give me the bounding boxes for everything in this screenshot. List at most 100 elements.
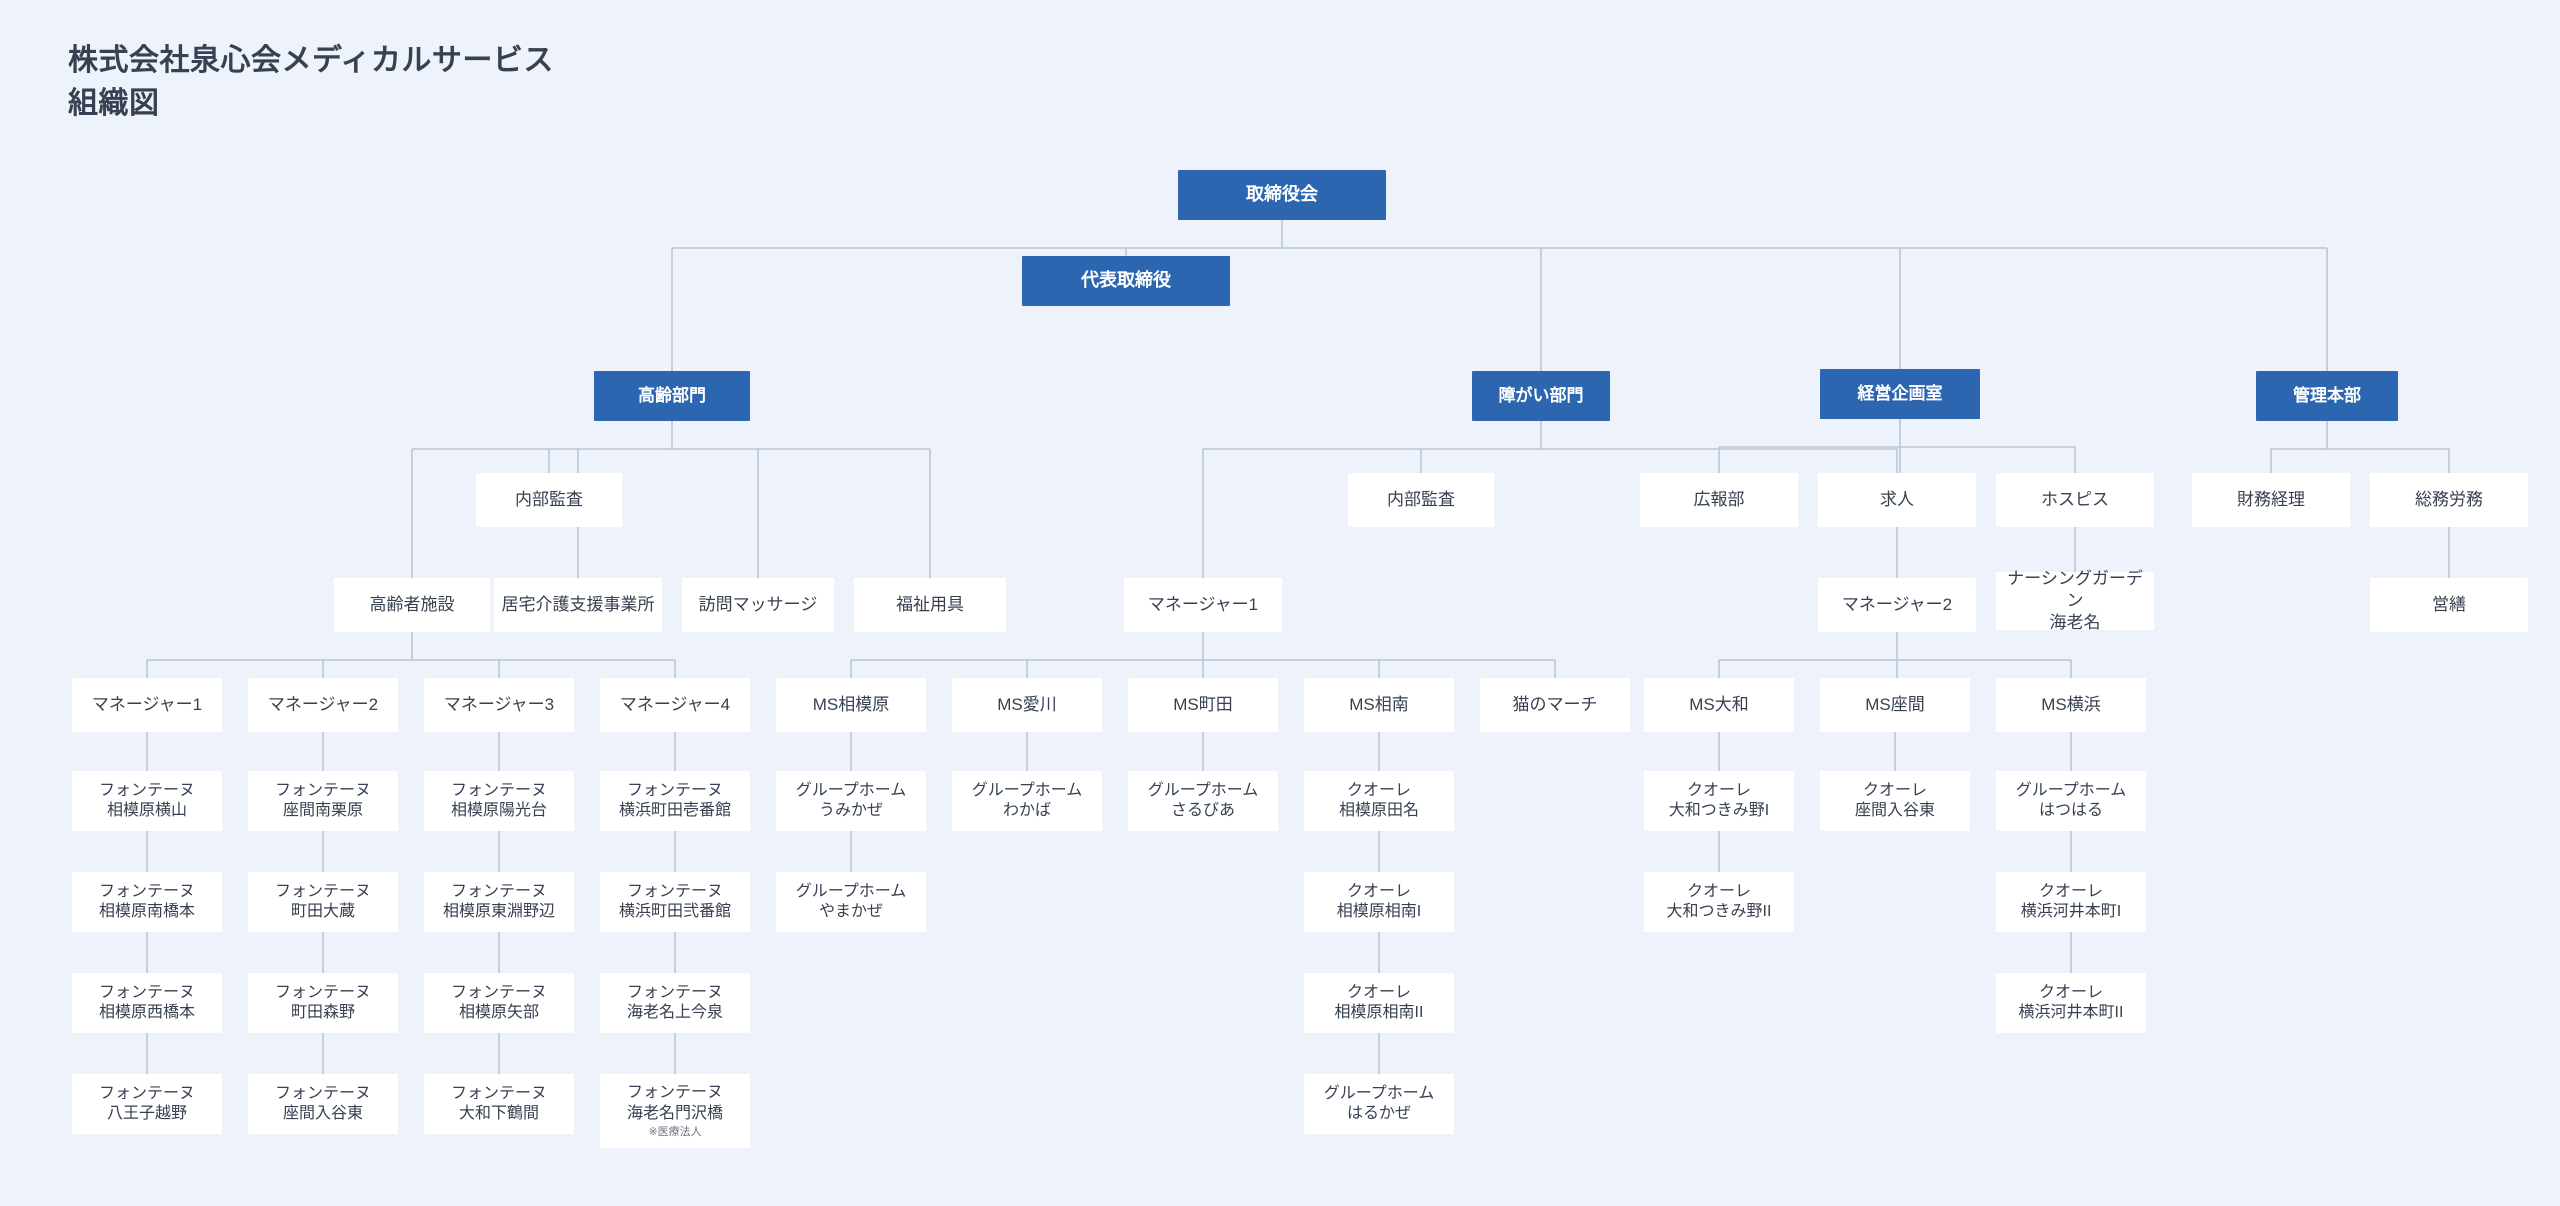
org-node-f1-4[interactable]: フォンテーヌ 八王子越野 [72, 1074, 222, 1134]
org-node-gh-yamakaze[interactable]: グループホーム やまかぜ [776, 872, 926, 932]
org-node-ms-yamato[interactable]: MS大和 [1644, 678, 1794, 732]
org-node-label: クオーレ 相模原相南II [1334, 983, 1424, 1021]
org-node-label: グループホーム さるびあ [1147, 781, 1259, 819]
org-node-label: 内部監査 [1387, 490, 1455, 510]
org-node-board[interactable]: 取締役会 [1178, 170, 1386, 220]
org-node-f3-4[interactable]: フォンテーヌ 大和下鶴間 [424, 1074, 574, 1134]
org-node-gh-hatsuharu[interactable]: グループホーム はつはる [1996, 771, 2146, 831]
org-node-f4-4[interactable]: フォンテーヌ 海老名門沢橋 ※医療法人 [600, 1074, 750, 1148]
org-node-label: 営繕 [2432, 595, 2466, 615]
org-node-q-tana[interactable]: クオーレ 相模原田名 [1304, 771, 1454, 831]
org-node-q-zama[interactable]: クオーレ 座間入谷東 [1820, 771, 1970, 831]
org-node-recruit[interactable]: 求人 [1818, 473, 1976, 527]
org-node-label: グループホーム うみかぜ [795, 781, 907, 819]
org-node-eld-welfare[interactable]: 福祉用具 [854, 578, 1006, 632]
org-node-label: フォンテーヌ 海老名門沢橋 [626, 1084, 723, 1122]
org-node-eld-home[interactable]: 居宅介護支援事業所 [494, 578, 662, 632]
org-node-mgr4[interactable]: マネージャー4 [600, 678, 750, 732]
org-node-q-kawai1[interactable]: クオーレ 横浜河井本町I [1996, 872, 2146, 932]
org-node-q-tsukimi1[interactable]: クオーレ 大和つきみ野I [1644, 771, 1794, 831]
org-node-hr[interactable]: 総務労務 [2370, 473, 2528, 527]
org-node-q-tsukimi2[interactable]: クオーレ 大和つきみ野II [1644, 872, 1794, 932]
org-node-label: MS愛川 [997, 695, 1057, 715]
org-node-label: 経営企画室 [1857, 384, 1943, 404]
org-node-label: クオーレ 相模原田名 [1338, 781, 1419, 819]
org-node-label: フォンテーヌ 座間南栗原 [274, 781, 371, 819]
org-node-mgr3[interactable]: マネージャー3 [424, 678, 574, 732]
org-node-ms-yokohama[interactable]: MS横浜 [1996, 678, 2146, 732]
org-node-ms-zama[interactable]: MS座間 [1820, 678, 1970, 732]
org-node-neko-march[interactable]: 猫のマーチ [1480, 678, 1630, 732]
org-node-nursing-gard[interactable]: ナーシングガーデン 海老名 [1996, 569, 2154, 632]
org-node-label: 管理本部 [2293, 386, 2361, 406]
org-node-gh-umikaze[interactable]: グループホーム うみかぜ [776, 771, 926, 831]
org-node-label: フォンテーヌ 相模原陽光台 [450, 781, 547, 819]
org-node-label: フォンテーヌ 相模原西橋本 [98, 983, 195, 1021]
org-node-label: ホスピス [2041, 490, 2109, 510]
org-node-div-admin[interactable]: 管理本部 [2256, 371, 2398, 421]
org-node-audit-2[interactable]: 内部監査 [1348, 473, 1494, 527]
org-node-pr[interactable]: 広報部 [1640, 473, 1798, 527]
org-node-label: フォンテーヌ 相模原東淵野辺 [442, 882, 555, 920]
org-node-ceo[interactable]: 代表取締役 [1022, 256, 1230, 306]
org-node-label: クオーレ 座間入谷東 [1854, 781, 1935, 819]
org-node-label: フォンテーヌ 横浜町田壱番館 [618, 781, 731, 819]
org-node-label: マネージャー3 [443, 695, 555, 715]
org-node-q-sonan1[interactable]: クオーレ 相模原相南I [1304, 872, 1454, 932]
org-node-ms-aikawa[interactable]: MS愛川 [952, 678, 1102, 732]
org-node-mgr2-dis[interactable]: マネージャー2 [1818, 578, 1976, 632]
org-node-label: 内部監査 [515, 490, 583, 510]
org-node-eld-fac[interactable]: 高齢者施設 [334, 578, 490, 632]
org-node-label: フォンテーヌ 横浜町田弐番館 [618, 882, 731, 920]
org-node-f2-1[interactable]: フォンテーヌ 座間南栗原 [248, 771, 398, 831]
org-node-f3-2[interactable]: フォンテーヌ 相模原東淵野辺 [424, 872, 574, 932]
org-node-label: 障がい部門 [1498, 386, 1584, 406]
org-node-label: 訪問マッサージ [698, 595, 818, 615]
org-node-f2-3[interactable]: フォンテーヌ 町田森野 [248, 973, 398, 1033]
org-node-label: MS相南 [1349, 695, 1409, 715]
org-node-mgr1[interactable]: マネージャー1 [72, 678, 222, 732]
org-node-label: グループホーム わかば [971, 781, 1083, 819]
org-node-f1-1[interactable]: フォンテーヌ 相模原横山 [72, 771, 222, 831]
org-node-f3-1[interactable]: フォンテーヌ 相模原陽光台 [424, 771, 574, 831]
org-node-label: フォンテーヌ 町田森野 [274, 983, 371, 1021]
org-node-div-plan[interactable]: 経営企画室 [1820, 369, 1980, 419]
org-node-ms-machida[interactable]: MS町田 [1128, 678, 1278, 732]
org-node-ms-sagami[interactable]: MS相模原 [776, 678, 926, 732]
org-node-f4-1[interactable]: フォンテーヌ 横浜町田壱番館 [600, 771, 750, 831]
org-node-audit-1[interactable]: 内部監査 [476, 473, 622, 527]
org-node-label: MS町田 [1173, 695, 1233, 715]
org-node-facility-mg[interactable]: 営繕 [2370, 578, 2528, 632]
org-node-f2-4[interactable]: フォンテーヌ 座間入谷東 [248, 1074, 398, 1134]
org-node-label: 高齢者施設 [369, 595, 455, 615]
org-node-label: ナーシングガーデン 海老名 [2007, 569, 2143, 632]
org-node-label: MS座間 [1865, 695, 1925, 715]
org-node-gh-harukaze[interactable]: グループホーム はるかぜ [1304, 1074, 1454, 1134]
org-node-label: グループホーム はるかぜ [1323, 1084, 1435, 1122]
org-node-ms-sonan[interactable]: MS相南 [1304, 678, 1454, 732]
org-node-f4-3[interactable]: フォンテーヌ 海老名上今泉 [600, 973, 750, 1033]
org-node-finance[interactable]: 財務経理 [2192, 473, 2350, 527]
org-node-q-kawai2[interactable]: クオーレ 横浜河井本町II [1996, 973, 2146, 1033]
org-node-eld-massage[interactable]: 訪問マッサージ [682, 578, 834, 632]
org-node-f2-2[interactable]: フォンテーヌ 町田大蔵 [248, 872, 398, 932]
org-node-q-sonan2[interactable]: クオーレ 相模原相南II [1304, 973, 1454, 1033]
org-node-mgr2[interactable]: マネージャー2 [248, 678, 398, 732]
org-node-label: 求人 [1880, 490, 1914, 510]
org-node-div-disab[interactable]: 障がい部門 [1472, 371, 1610, 421]
org-node-hospice[interactable]: ホスピス [1996, 473, 2154, 527]
org-node-gh-wakaba[interactable]: グループホーム わかば [952, 771, 1102, 831]
org-node-f3-3[interactable]: フォンテーヌ 相模原矢部 [424, 973, 574, 1033]
org-node-f1-2[interactable]: フォンテーヌ 相模原南橋本 [72, 872, 222, 932]
org-node-gh-sarubia[interactable]: グループホーム さるびあ [1128, 771, 1278, 831]
org-node-f4-2[interactable]: フォンテーヌ 横浜町田弐番館 [600, 872, 750, 932]
org-node-mgr1-dis[interactable]: マネージャー1 [1124, 578, 1282, 632]
org-node-label: クオーレ 横浜河井本町II [2018, 983, 2124, 1021]
org-node-label: 猫のマーチ [1512, 695, 1598, 715]
org-node-f1-3[interactable]: フォンテーヌ 相模原西橋本 [72, 973, 222, 1033]
org-node-note: ※医療法人 [648, 1126, 702, 1139]
org-node-label: 高齢部門 [638, 386, 706, 406]
org-node-label: 広報部 [1693, 490, 1745, 510]
org-node-label: フォンテーヌ 大和下鶴間 [450, 1084, 547, 1122]
org-node-div-elderly[interactable]: 高齢部門 [594, 371, 750, 421]
